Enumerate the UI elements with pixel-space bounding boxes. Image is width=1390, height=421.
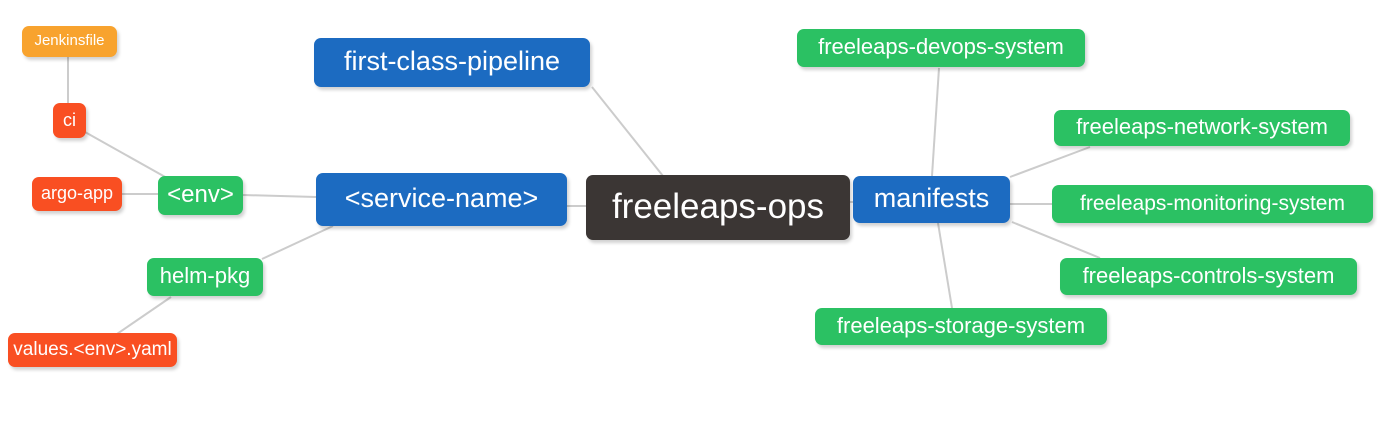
node-freeleaps-devops-system[interactable]: freeleaps-devops-system [797,29,1085,67]
node-freeleaps-controls-system[interactable]: freeleaps-controls-system [1060,258,1357,295]
node-label: <service-name> [344,183,539,213]
node-label: <env> [167,180,234,208]
edge-manifests-to-freeleaps-network-system [1009,146,1091,178]
node-label: freeleaps-ops [611,187,825,226]
node-helm-pkg[interactable]: helm-pkg [147,258,263,296]
node-manifests[interactable]: manifests [853,176,1010,223]
node-env[interactable]: <env> [158,176,243,215]
node-label: freeleaps-monitoring-system [1080,191,1345,215]
node-label: ci [63,109,76,130]
node-label: first-class-pipeline [343,46,561,76]
node-freeleaps-storage-system[interactable]: freeleaps-storage-system [815,308,1107,345]
edge-manifests-to-freeleaps-devops-system [931,67,940,177]
node-label: freeleaps-network-system [1076,114,1328,139]
node-label: freeleaps-storage-system [836,312,1086,338]
node-label: argo-app [40,183,114,203]
node-label: helm-pkg [159,263,251,288]
node-label: manifests [873,183,990,213]
edge-env-to-service-name [242,194,317,198]
edge-manifests-to-freeleaps-controls-system [1011,221,1101,259]
node-first-class-pipeline[interactable]: first-class-pipeline [314,38,590,87]
node-argo-app[interactable]: argo-app [32,177,122,211]
node-label: values.<env>.yaml [13,338,172,360]
edge-helm-pkg-to-service-name [261,225,334,260]
node-freeleaps-network-system[interactable]: freeleaps-network-system [1054,110,1350,146]
edge-first-class-pipeline-to-freeleaps-ops [591,86,664,177]
node-label: Jenkinsfile [34,32,105,49]
node-jenkinsfile[interactable]: Jenkinsfile [22,26,117,57]
edge-ci-to-env [84,131,168,179]
node-service-name[interactable]: <service-name> [316,173,567,226]
node-ci[interactable]: ci [53,103,86,138]
edge-manifests-to-freeleaps-storage-system [937,222,953,309]
node-freeleaps-ops[interactable]: freeleaps-ops [586,175,850,240]
node-freeleaps-monitoring-system[interactable]: freeleaps-monitoring-system [1052,185,1373,223]
node-label: freeleaps-devops-system [818,34,1064,59]
node-label: freeleaps-controls-system [1082,262,1335,288]
node-values-env-yaml[interactable]: values.<env>.yaml [8,333,177,367]
edge-values-env-yaml-to-helm-pkg [116,296,172,335]
